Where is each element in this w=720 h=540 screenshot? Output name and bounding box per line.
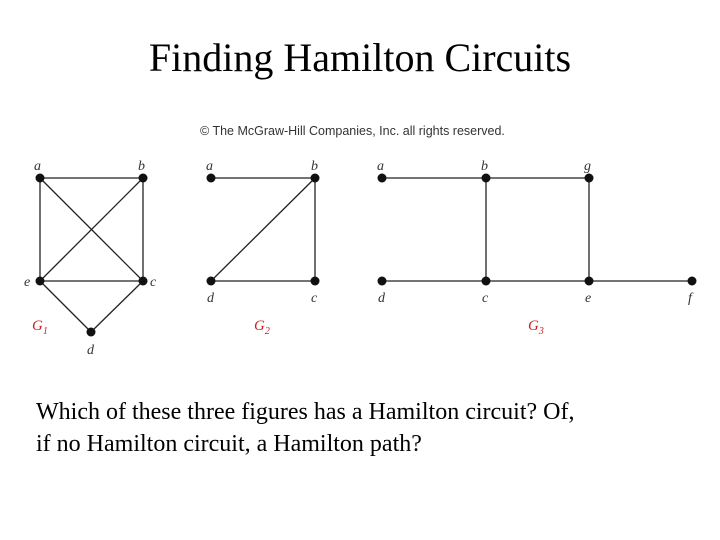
vertex-label-g1-b: b — [138, 159, 145, 174]
vertex-label-g2-b: b — [311, 159, 318, 174]
graph-g2: a b c dG2 — [206, 159, 320, 337]
vertex-label-g3-b: b — [481, 159, 488, 174]
vertex-label-g1-a: a — [34, 159, 41, 174]
graph-label-g1: G1 — [32, 318, 48, 337]
graph-label-subscript: 1 — [43, 326, 48, 337]
vertex-g2-b — [310, 173, 320, 183]
vertex-label-g2-d: d — [207, 291, 215, 306]
vertex-g3-a — [377, 173, 387, 183]
vertex-g3-f — [687, 276, 697, 286]
edge-g1-c-d — [90, 280, 144, 333]
vertex-g1-d — [86, 327, 96, 337]
edge-g2-b-d — [210, 177, 316, 282]
vertex-label-g3-g: g — [584, 159, 591, 174]
graph-label-subscript: 2 — [265, 326, 270, 337]
vertex-g1-a — [35, 173, 45, 183]
vertex-label-g2-a: a — [206, 159, 213, 174]
vertex-label-g1-d: d — [87, 343, 95, 358]
slide-title: Finding Hamilton Circuits — [148, 35, 572, 80]
copyright-notice: © The McGraw-Hill Companies, Inc. all ri… — [200, 124, 505, 138]
vertex-g3-c — [481, 276, 491, 286]
edge-g1-b-e — [39, 177, 144, 282]
vertex-g2-a — [206, 173, 216, 183]
vertex-g1-e — [35, 276, 45, 286]
vertex-g3-b — [481, 173, 491, 183]
vertex-g1-c — [138, 276, 148, 286]
vertex-g2-c — [310, 276, 320, 286]
vertex-label-g1-c: c — [150, 275, 157, 290]
vertex-label-g3-a: a — [377, 159, 384, 174]
vertex-label-g2-c: c — [311, 291, 318, 306]
graph-label-g2: G2 — [254, 318, 270, 337]
vertex-g3-d — [377, 276, 387, 286]
edge-g1-e-d — [39, 280, 92, 333]
vertex-g3-e — [584, 276, 594, 286]
question-line-2: if no Hamilton circuit, a Hamilton path? — [36, 431, 422, 457]
vertex-label-g3-d: d — [378, 291, 386, 306]
vertex-label-g3-c: c — [482, 291, 489, 306]
vertex-g3-g — [584, 173, 594, 183]
graph-g3: a b g d c e fG3 — [377, 159, 697, 337]
graph-g1: a b c d eG1 — [24, 159, 157, 358]
question-line-1: Which of these three figures has a Hamil… — [36, 399, 575, 425]
vertex-g2-d — [206, 276, 216, 286]
graph-label-subscript: 3 — [538, 326, 544, 337]
graph-label-g3: G3 — [528, 318, 544, 337]
vertex-label-g3-e: e — [585, 291, 591, 306]
vertex-label-g1-e: e — [24, 275, 30, 290]
vertex-g1-b — [138, 173, 148, 183]
question-text: Which of these three figures has a Hamil… — [36, 396, 696, 460]
vertex-label-g3-f: f — [688, 291, 694, 306]
